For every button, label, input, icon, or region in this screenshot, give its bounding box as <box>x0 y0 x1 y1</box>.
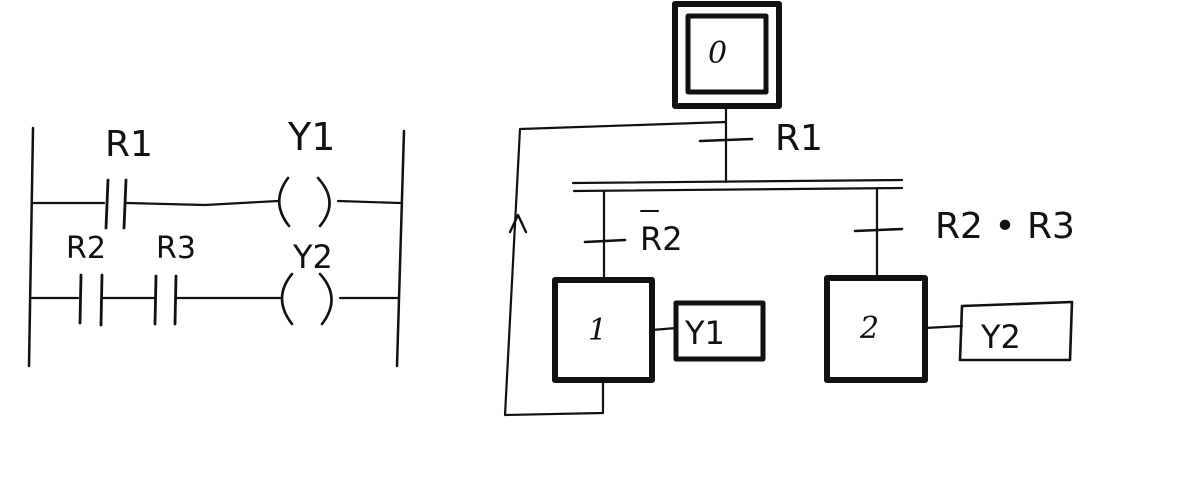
action-y2-label: Y2 <box>980 318 1021 356</box>
step-1: 1 Y1 <box>552 277 766 383</box>
coil-y2-label: Y2 <box>292 238 333 276</box>
transition-r2r3-label: R2 • R3 <box>935 206 1075 247</box>
grafcet-diagram: 0 R1 R2 1 Y1 R2 • R3 2 <box>503 1 1075 417</box>
contact-r3-symbol <box>153 274 178 326</box>
transition-r2r3-bar <box>853 227 904 233</box>
action-y2-box <box>958 300 1074 362</box>
transition-r1-bar <box>698 137 754 143</box>
transition-r2-bar <box>583 238 627 244</box>
loop-back-arrow-icon <box>508 213 528 234</box>
contact-r2-label: R2 <box>66 231 106 266</box>
initial-step-0: 0 <box>672 1 782 109</box>
coil-y1-symbol <box>277 176 331 228</box>
rung-1-wire-end <box>336 199 402 205</box>
contact-r3-label: R3 <box>156 231 196 266</box>
rung-1-wire-mid <box>124 199 280 207</box>
coil-y1-label: Y1 <box>287 115 335 159</box>
step-2-action-link <box>923 324 964 330</box>
right-power-rail <box>395 129 406 368</box>
step-2: 2 Y2 <box>824 275 1074 383</box>
step-1-action-link <box>650 326 678 332</box>
transition-r1-label: R1 <box>775 118 823 159</box>
divergence-double-bar <box>571 178 904 193</box>
step-1-number: 1 <box>588 313 607 348</box>
transition-r2-label: R2 <box>640 220 683 258</box>
ladder-diagram: R1 Y1 R2 R3 Y2 <box>27 115 406 368</box>
left-power-rail <box>27 126 35 368</box>
contact-r2-symbol <box>78 273 104 327</box>
action-y1-box <box>673 300 766 362</box>
step-2-number: 2 <box>859 311 879 346</box>
contact-r1-symbol <box>104 178 128 230</box>
loop-back-link <box>503 120 728 417</box>
coil-y2-symbol <box>280 272 333 326</box>
initial-step-number: 0 <box>708 36 727 71</box>
action-y1-label: Y1 <box>684 314 725 352</box>
rung-2: R2 R3 Y2 <box>29 231 400 327</box>
initial-step-inner-box <box>685 13 769 95</box>
rung-1: R1 Y1 <box>31 115 402 230</box>
contact-r1-label: R1 <box>105 124 153 165</box>
